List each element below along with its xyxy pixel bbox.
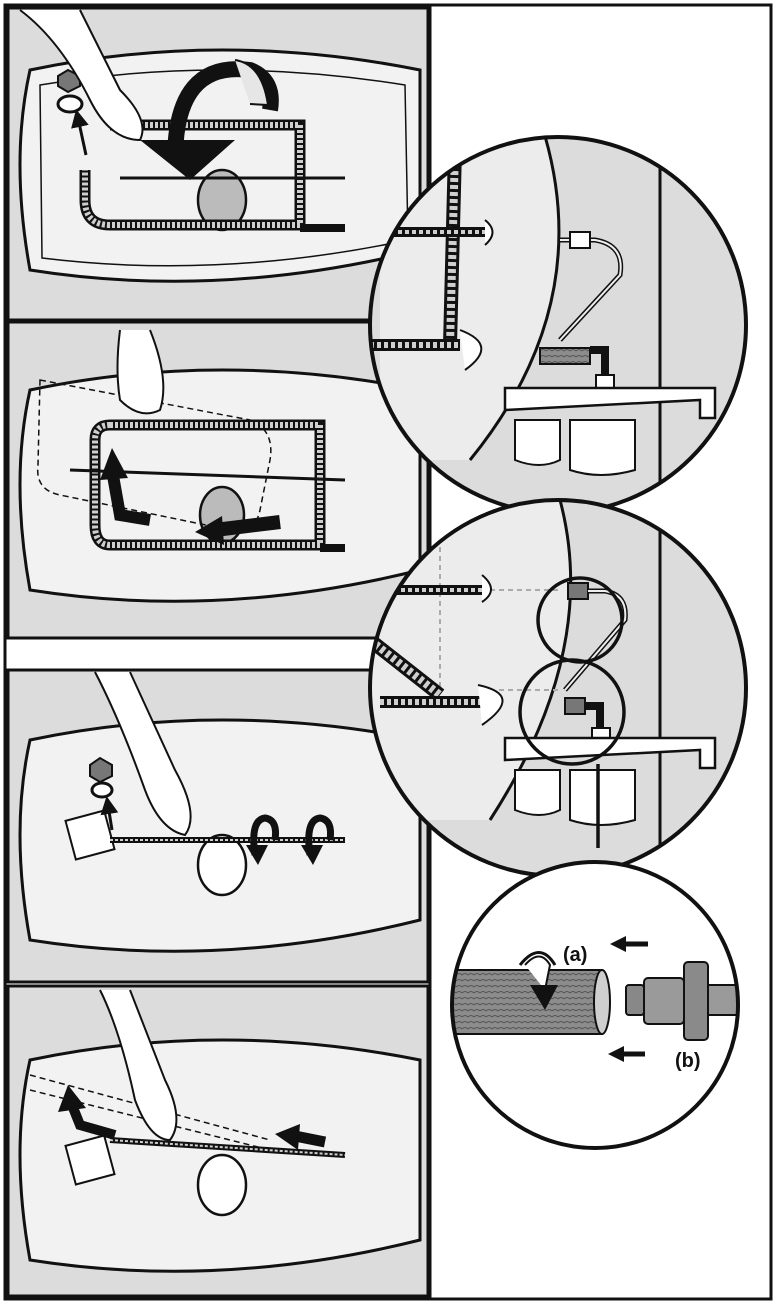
slide-left-arrow-icon — [275, 1124, 300, 1150]
callout-label-a: (a) — [563, 944, 587, 966]
detail-circle-fitting: (a) (b) — [450, 860, 740, 1150]
slide-up-arrow-icon — [100, 448, 128, 480]
zoom-circle-2 — [368, 498, 748, 878]
rotate-down-arrow-icon — [140, 140, 235, 180]
rotate-arrows-icon — [246, 814, 334, 865]
valve-fitting — [625, 984, 645, 1016]
slide-left-arrow-icon — [195, 516, 224, 545]
panel-step-4 — [6, 984, 430, 1298]
slide-out-arrow-icon — [58, 1085, 86, 1112]
callout-label-b: (b) — [675, 1050, 701, 1072]
panel-step-3 — [6, 668, 430, 984]
panel-step-1 — [6, 6, 430, 322]
panel-step-2 — [6, 320, 430, 640]
zoom-circle-1 — [368, 135, 748, 515]
rotate-arrow-icon — [530, 985, 558, 1010]
push-arrow-upper-icon — [610, 936, 626, 952]
detail-circle-lower — [518, 658, 626, 766]
threaded-hose-end — [452, 969, 603, 1035]
push-arrow-lower-icon — [608, 1046, 624, 1062]
